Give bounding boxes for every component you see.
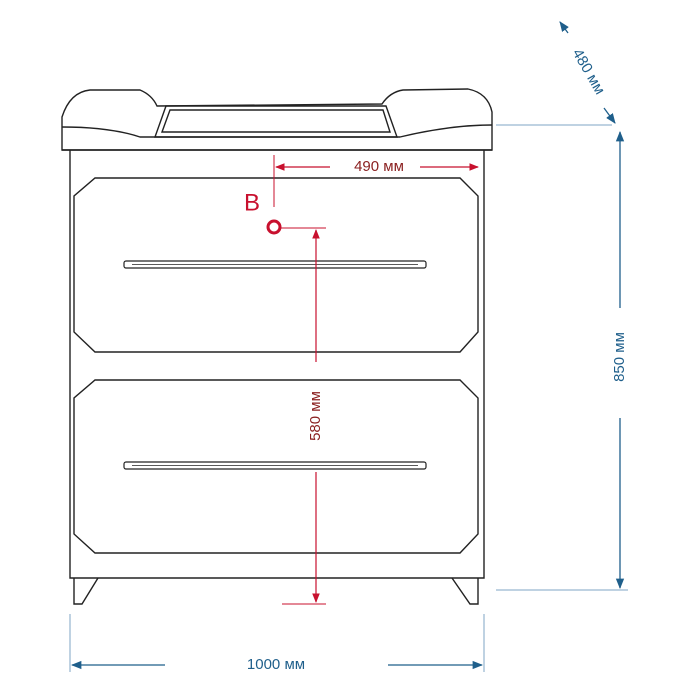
offset-dimension: 490 мм: [273, 155, 479, 207]
changing-top: [61, 88, 493, 151]
drawer-2: [73, 379, 479, 554]
offset-label: 490 мм: [354, 158, 404, 175]
depth-dimension: 480 мм: [559, 21, 616, 124]
leg-left: [73, 577, 99, 605]
point-b-marker: [266, 219, 282, 235]
drawer-handles: [123, 260, 427, 470]
height-dimension: 850 мм: [611, 130, 628, 590]
changing-pad: [154, 105, 398, 138]
point-b: B: [244, 189, 282, 235]
width-label: 1000 мм: [247, 656, 305, 673]
height-label: 850 мм: [611, 332, 628, 382]
leg-right: [451, 577, 479, 605]
extension-lines: [69, 124, 628, 672]
dresser-outline: [61, 88, 493, 605]
changing-top-bevel: [61, 124, 493, 138]
point-height-label: 580 мм: [307, 391, 324, 441]
point-b-label: B: [244, 189, 260, 216]
depth-label: 480 мм: [569, 46, 609, 98]
point-height-dimension: 580 мм: [272, 227, 326, 605]
drawer-1: [73, 177, 479, 353]
width-dimension: 1000 мм: [70, 656, 484, 673]
changing-pad-inner: [161, 109, 391, 133]
carcass: [69, 150, 485, 579]
